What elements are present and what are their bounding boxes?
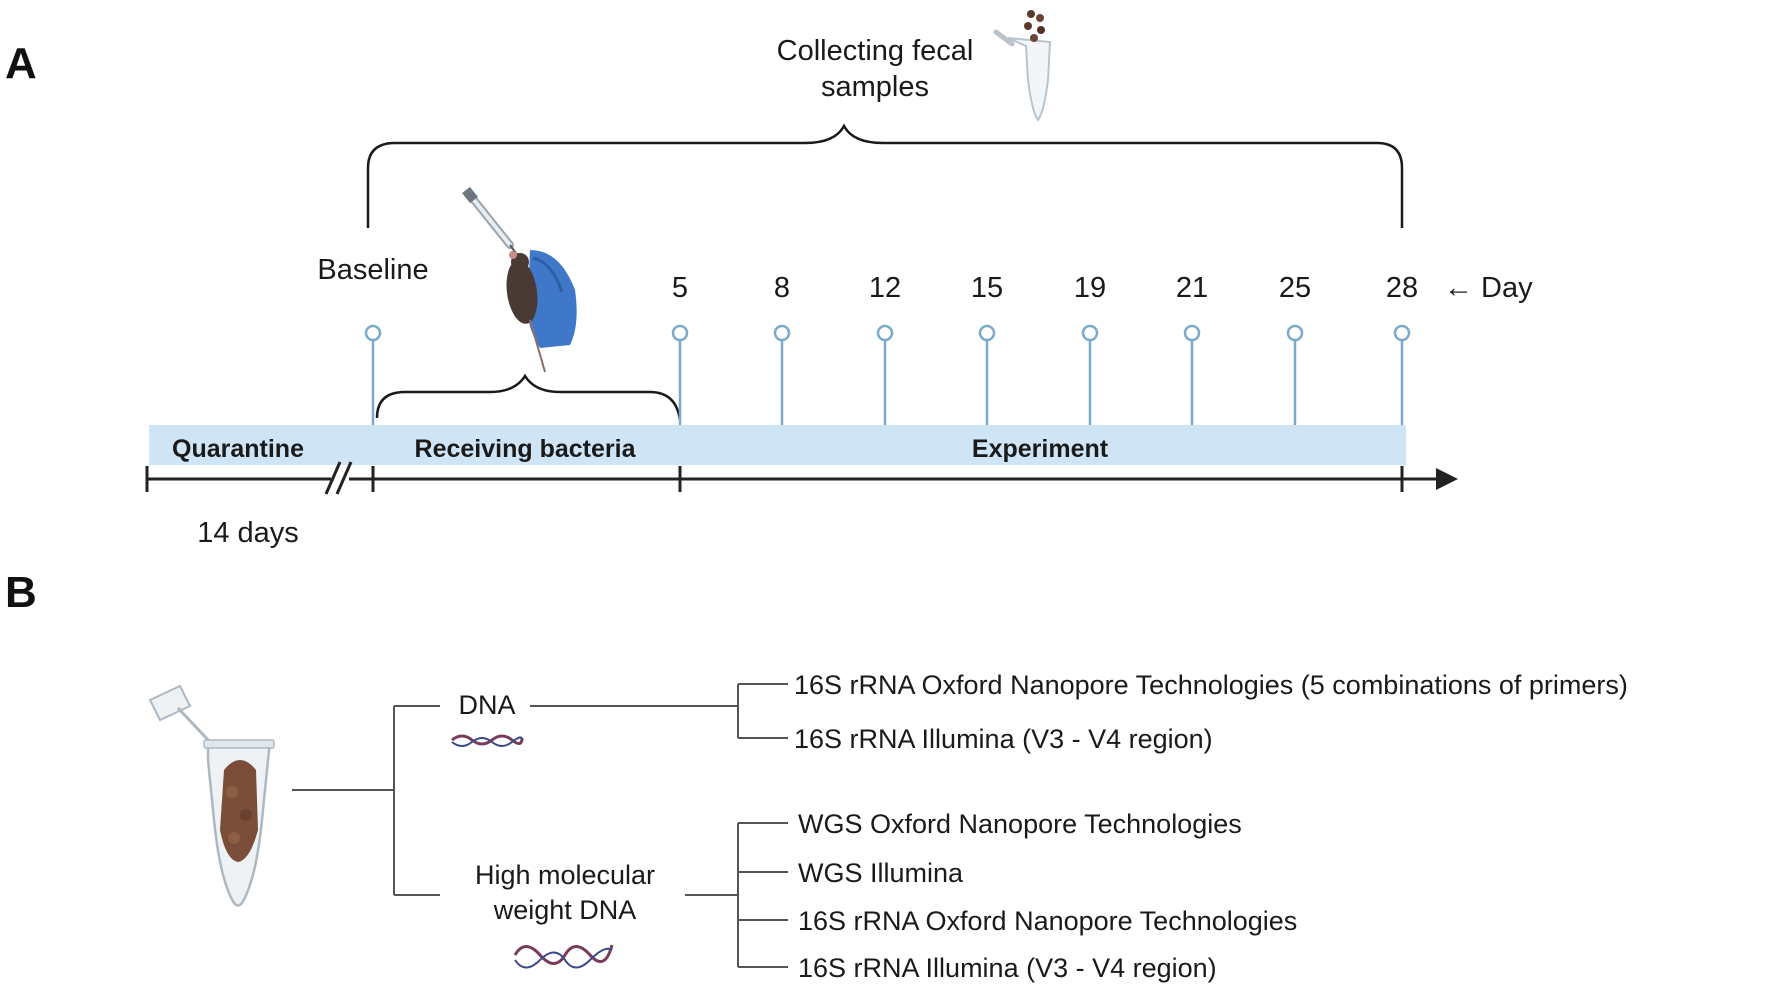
fecal-label-line2: samples: [821, 71, 929, 103]
day-label: 25: [1279, 272, 1311, 304]
day-label: 19: [1074, 272, 1106, 304]
baseline-stem: [364, 324, 382, 425]
day-label: 12: [869, 272, 901, 304]
sample-tube-with-pellets-icon: [993, 10, 1052, 122]
day-stem-8: 8: [773, 272, 791, 425]
hmw-dna-strand-icon: [513, 944, 614, 969]
dna-output-item: 16S rRNA Illumina (V3 - V4 region): [794, 724, 1213, 754]
syringe-mouse-hand-icon: [462, 186, 577, 373]
phase-quarantine: Quarantine: [172, 435, 304, 463]
day-stem-19: 19: [1074, 272, 1106, 425]
hmw-label-line2: weight DNA: [493, 895, 637, 925]
day-marker: ← Day: [1444, 272, 1533, 304]
day-label: 28: [1386, 272, 1418, 304]
day-label: 21: [1176, 272, 1208, 304]
day-label: 15: [971, 272, 1003, 304]
day-stem-21: 21: [1176, 272, 1208, 425]
hmw-output-item: WGS Oxford Nanopore Technologies: [798, 809, 1242, 839]
phase-experiment: Experiment: [972, 435, 1109, 463]
panel-b-label: B: [5, 568, 37, 617]
hmw-output-item: 16S rRNA Oxford Nanopore Technologies: [798, 906, 1297, 936]
hmw-output-item: 16S rRNA Illumina (V3 - V4 region): [798, 953, 1217, 983]
day-stem-5: 5: [671, 272, 689, 425]
dna-output-item: 16S rRNA Oxford Nanopore Technologies (5…: [794, 670, 1628, 700]
fecal-sample-tube-icon: [148, 684, 275, 907]
branch-lines: [292, 683, 788, 968]
fecal-label-line1: Collecting fecal: [777, 35, 974, 67]
dna-label: DNA: [458, 690, 515, 720]
day-stem-15: 15: [971, 272, 1003, 425]
panel-a-label: A: [5, 39, 37, 88]
time-axis: [145, 461, 1458, 495]
receiving-brace: [375, 373, 682, 421]
timeline-bar: [149, 425, 1406, 465]
day-stem-12: 12: [869, 272, 901, 425]
day-stem-25: 25: [1279, 272, 1311, 425]
sampling-brace: [366, 123, 1404, 228]
day-label: 8: [774, 272, 790, 304]
hmw-label-line1: High molecular: [475, 860, 655, 890]
hmw-output-item: WGS Illumina: [798, 858, 964, 888]
day-label: 5: [672, 272, 688, 304]
dna-output-list: 16S rRNA Oxford Nanopore Technologies (5…: [794, 670, 1628, 754]
day-stem-28: 28: [1386, 272, 1418, 425]
phase-receiving-bacteria: Receiving bacteria: [415, 435, 637, 463]
dna-strand-icon: [451, 734, 524, 747]
duration-label: 14 days: [197, 517, 299, 549]
baseline-label: Baseline: [317, 254, 428, 286]
day-stems: 5 8 12 15 19 21 25 28: [671, 272, 1418, 425]
